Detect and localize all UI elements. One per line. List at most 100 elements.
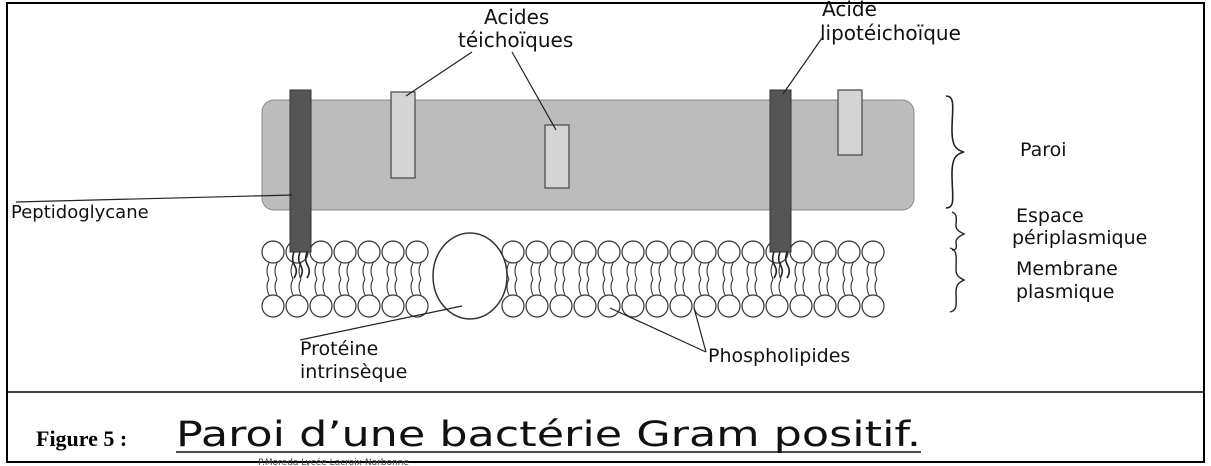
lipid-tail bbox=[795, 279, 797, 295]
phospholipid-head bbox=[646, 241, 668, 263]
lipid-tail bbox=[267, 263, 269, 279]
label-espace-line2: périplasmique bbox=[1012, 227, 1147, 249]
lipid-tail bbox=[683, 279, 685, 295]
lipid-tail bbox=[867, 279, 869, 295]
phospholipid-head bbox=[790, 241, 812, 263]
label-acides-teichoiques-line1: Acides bbox=[484, 5, 549, 29]
lipid-tail bbox=[515, 263, 517, 279]
phospholipid-head bbox=[598, 241, 620, 263]
lipid-tail bbox=[587, 279, 589, 295]
lipid-tail bbox=[555, 279, 557, 295]
lipid-tail bbox=[411, 279, 413, 295]
phospholipid-head bbox=[814, 295, 836, 317]
label-membrane-line1: Membrane bbox=[1016, 258, 1118, 280]
lipid-tail bbox=[651, 263, 653, 279]
figure-credit: P.Moreda Lycée Lacroix Narbonne bbox=[258, 457, 409, 466]
lipid-tail bbox=[819, 279, 821, 295]
lipid-tail bbox=[363, 263, 365, 279]
lipid-tail bbox=[779, 279, 781, 295]
phospholipid-head bbox=[502, 241, 524, 263]
lipid-tail bbox=[323, 263, 325, 279]
lipid-tail bbox=[771, 279, 773, 295]
label-phospholipides: Phospholipides bbox=[708, 345, 850, 367]
phospholipid-head bbox=[334, 241, 356, 263]
lipid-tail bbox=[723, 263, 725, 279]
lipid-tail bbox=[731, 263, 733, 279]
label-proteine-line2: intrinsèque bbox=[300, 361, 407, 383]
phospholipid-head bbox=[718, 241, 740, 263]
phospholipid-head bbox=[334, 295, 356, 317]
lipid-tail bbox=[675, 279, 677, 295]
lipid-tail bbox=[867, 263, 869, 279]
phospholipid-head bbox=[694, 295, 716, 317]
teichoic-acid-3 bbox=[838, 90, 862, 155]
phospholipid-head bbox=[742, 241, 764, 263]
lipid-tail bbox=[347, 263, 349, 279]
lipid-tail bbox=[587, 263, 589, 279]
lipid-tail bbox=[771, 263, 773, 279]
lipid-tail bbox=[419, 279, 421, 295]
phospholipid-head bbox=[406, 241, 428, 263]
lipid-tail bbox=[563, 263, 565, 279]
peptidoglycan-layer bbox=[262, 100, 914, 210]
lipid-tail bbox=[659, 263, 661, 279]
phospholipid-head bbox=[574, 241, 596, 263]
phospholipid-head bbox=[358, 241, 380, 263]
phospholipid-head bbox=[646, 295, 668, 317]
phospholipid-head bbox=[310, 295, 332, 317]
lipid-tail bbox=[363, 279, 365, 295]
phospholipid-head bbox=[286, 295, 308, 317]
phospholipid-head bbox=[598, 295, 620, 317]
lipid-tail bbox=[755, 263, 757, 279]
lipid-tail bbox=[747, 279, 749, 295]
lipid-tail bbox=[755, 279, 757, 295]
lipid-tail bbox=[555, 263, 557, 279]
lipid-tail bbox=[827, 279, 829, 295]
brace-membrane bbox=[950, 248, 964, 312]
label-acide-lipoteichoique-line1: Acide bbox=[822, 0, 877, 21]
lipid-tail bbox=[339, 279, 341, 295]
lipid-tail bbox=[579, 263, 581, 279]
teichoic-acid-1 bbox=[391, 92, 415, 178]
lipid-tail bbox=[875, 279, 877, 295]
lipid-tail bbox=[683, 263, 685, 279]
lipid-tail bbox=[411, 263, 413, 279]
lipid-tail bbox=[675, 263, 677, 279]
lipid-tail bbox=[875, 263, 877, 279]
lipid-tail bbox=[563, 279, 565, 295]
phospholipid-head bbox=[622, 241, 644, 263]
lipid-tail bbox=[627, 263, 629, 279]
phospholipid-head bbox=[382, 295, 404, 317]
lipid-tail bbox=[339, 263, 341, 279]
phospholipid-head bbox=[310, 241, 332, 263]
phospholipid-head bbox=[814, 241, 836, 263]
lipid-tail bbox=[651, 279, 653, 295]
lipid-tail bbox=[347, 279, 349, 295]
phospholipid-head bbox=[670, 295, 692, 317]
phospholipid-head bbox=[526, 241, 548, 263]
phospholipid-head bbox=[262, 241, 284, 263]
lipid-tail bbox=[747, 263, 749, 279]
brace-paroi bbox=[946, 96, 964, 208]
lipid-tail bbox=[843, 263, 845, 279]
lipid-tail bbox=[315, 263, 317, 279]
lipid-tail bbox=[723, 279, 725, 295]
lipid-tail bbox=[659, 279, 661, 295]
lipid-tail bbox=[603, 279, 605, 295]
lipid-tail bbox=[851, 263, 853, 279]
teichoic-acid-2 bbox=[545, 125, 569, 188]
lipid-tail bbox=[819, 263, 821, 279]
label-proteine-line1: Protéine bbox=[300, 338, 378, 360]
lipid-tail bbox=[803, 263, 805, 279]
phospholipid-head bbox=[574, 295, 596, 317]
lipid-tail bbox=[299, 279, 301, 295]
lipid-tail bbox=[539, 279, 541, 295]
lipid-tail bbox=[627, 279, 629, 295]
lipid-tail bbox=[275, 279, 277, 295]
lipid-tail bbox=[731, 279, 733, 295]
label-acide-lipoteichoique-line2: lipotéichoïque bbox=[820, 21, 961, 45]
phospholipid-head bbox=[526, 295, 548, 317]
label-acides-teichoiques-line2: téichoïques bbox=[458, 28, 573, 52]
phospholipid-head bbox=[862, 295, 884, 317]
